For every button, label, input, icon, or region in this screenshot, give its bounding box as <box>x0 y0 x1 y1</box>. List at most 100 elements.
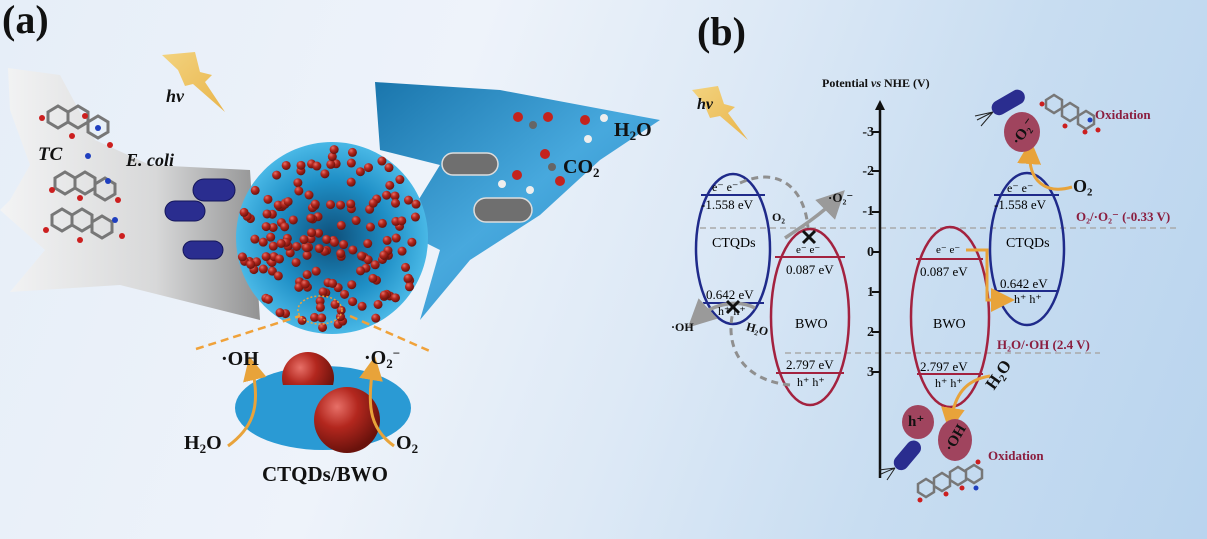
catalyst-bead <box>395 175 405 185</box>
catalyst-bead <box>297 315 307 325</box>
catalyst-bead <box>382 190 392 200</box>
catalyst-bead <box>346 199 356 209</box>
catalyst-bead <box>356 266 366 276</box>
catalyst-bead <box>397 216 407 226</box>
arrow-to-superoxide-left <box>784 190 845 240</box>
tc-label: TC <box>38 144 63 165</box>
catalyst-bead <box>347 280 357 290</box>
bwo-left-name: BWO <box>795 317 828 332</box>
superoxide-label-left: ·O₂⁻ <box>828 190 854 205</box>
ctqds-left-electrons: e⁻ e⁻ <box>712 180 739 194</box>
o2-potential-label: O₂/·O₂⁻ (-0.33 V) <box>1076 209 1171 224</box>
tick-label: -3 <box>862 125 874 140</box>
catalyst-bead <box>327 152 337 162</box>
catalyst-bead <box>306 213 316 223</box>
catalyst-bead <box>401 262 411 272</box>
catalyst-bead <box>363 163 373 173</box>
ecoli-cells-b <box>893 89 1025 471</box>
ctqds-left-cb: -1.558 eV <box>701 197 753 212</box>
catalyst-bead <box>379 250 389 260</box>
catalyst-bead <box>371 313 381 323</box>
catalyst-bead <box>310 312 320 322</box>
catalyst-bead <box>275 254 285 264</box>
catalyst-bead <box>315 302 325 312</box>
product-molecules <box>498 112 608 194</box>
light-bolt-icon-a <box>162 52 225 112</box>
catalyst-bead <box>328 278 338 288</box>
bwo-right-vb: 2.797 eV <box>920 359 968 374</box>
bwo-left-cb: 0.087 eV <box>786 262 834 277</box>
catalyst-bead <box>268 222 278 232</box>
water-product-label: H2O <box>614 119 652 143</box>
oxidation-label-bottom: Oxidation <box>988 448 1044 463</box>
catalyst-bead <box>294 186 304 196</box>
catalyst-bead <box>304 190 314 200</box>
catalyst-bead <box>250 185 260 195</box>
catalyst-bead <box>318 287 328 297</box>
catalyst-bead <box>363 255 373 265</box>
bwo-right-holes: h⁺ h⁺ <box>935 376 963 390</box>
catalyst-bead <box>311 266 321 276</box>
catalyst-bead <box>320 169 330 179</box>
catalyst-bead <box>368 273 378 283</box>
catalyst-bead <box>281 160 291 170</box>
catalyst-bead <box>283 197 293 207</box>
catalyst-bead <box>382 235 392 245</box>
ctqds-right-name: CTQDs <box>1006 236 1050 251</box>
arrow-h2o-to-oh <box>227 356 267 448</box>
axis-title: Potential vs NHE (V) <box>822 76 930 90</box>
catalyst-bead <box>302 243 312 253</box>
zoom-guide-lines <box>195 314 433 354</box>
catalyst-bead <box>237 252 247 262</box>
catalyst-bead <box>347 147 357 157</box>
catalyst-bead <box>326 200 336 210</box>
bwo-right-electrons: e⁻ e⁻ <box>936 244 961 256</box>
hole-bubble-label: h⁺ <box>908 414 925 430</box>
catalyst-bead <box>263 194 273 204</box>
catalyst-bead <box>377 218 387 228</box>
ctqds-ellipse-left <box>694 172 772 326</box>
tick-label: -2 <box>862 164 874 179</box>
ctqds-right-cb: -1.558 eV <box>994 197 1046 212</box>
catalyst-bead <box>263 294 273 304</box>
ctqds-left-vb: 0.642 eV <box>706 287 754 302</box>
catalyst-bead <box>346 158 356 168</box>
ctqds-right-holes: h⁺ h⁺ <box>1014 292 1042 306</box>
catalyst-bead <box>275 308 285 318</box>
catalyst-bead <box>357 301 367 311</box>
catalyst-bead <box>391 198 401 208</box>
catalyst-bead <box>300 279 310 289</box>
catalyst-bead <box>336 305 346 315</box>
co2-product-label: CO2 <box>563 156 600 180</box>
arrow-to-oh-left <box>687 298 756 328</box>
tick-label: 3 <box>867 365 874 380</box>
catalyst-bead <box>365 222 375 232</box>
ctqd-large-sphere <box>314 387 380 453</box>
catalyst-bead <box>348 297 358 307</box>
tc-molecule <box>46 104 117 240</box>
catalyst-bead <box>373 299 383 309</box>
catalyst-bead <box>348 245 358 255</box>
catalyst-bead <box>391 233 401 243</box>
catalyst-bead <box>336 249 346 259</box>
blocked-x-icon <box>725 229 817 315</box>
catalyst-bead <box>410 212 420 222</box>
arrow-o2-to-superoxide <box>359 356 395 448</box>
superoxide-label-a: ·O2− <box>364 345 401 371</box>
catalyst-bead <box>384 163 394 173</box>
ctqds-right-vb: 0.642 eV <box>1000 276 1048 291</box>
bwo-left-vb: 2.797 eV <box>786 357 834 372</box>
catalyst-bead <box>390 191 400 201</box>
catalyst-bead <box>317 313 327 323</box>
catalyst-bead <box>272 170 282 180</box>
ctqds-left-holes: h⁺ h⁺ <box>718 304 746 318</box>
oh-label-left: ·OH <box>671 320 694 334</box>
catalyst-bead <box>339 240 349 250</box>
catalyst-bead <box>326 159 336 169</box>
h2o-potential-label: H₂O/·OH (2.4 V) <box>997 337 1090 352</box>
oh-bubble <box>938 419 972 461</box>
bwo-right-cb: 0.087 eV <box>920 264 968 279</box>
o2-label-right: O₂ <box>1073 176 1093 196</box>
bwo-left-holes: h⁺ h⁺ <box>797 375 825 389</box>
